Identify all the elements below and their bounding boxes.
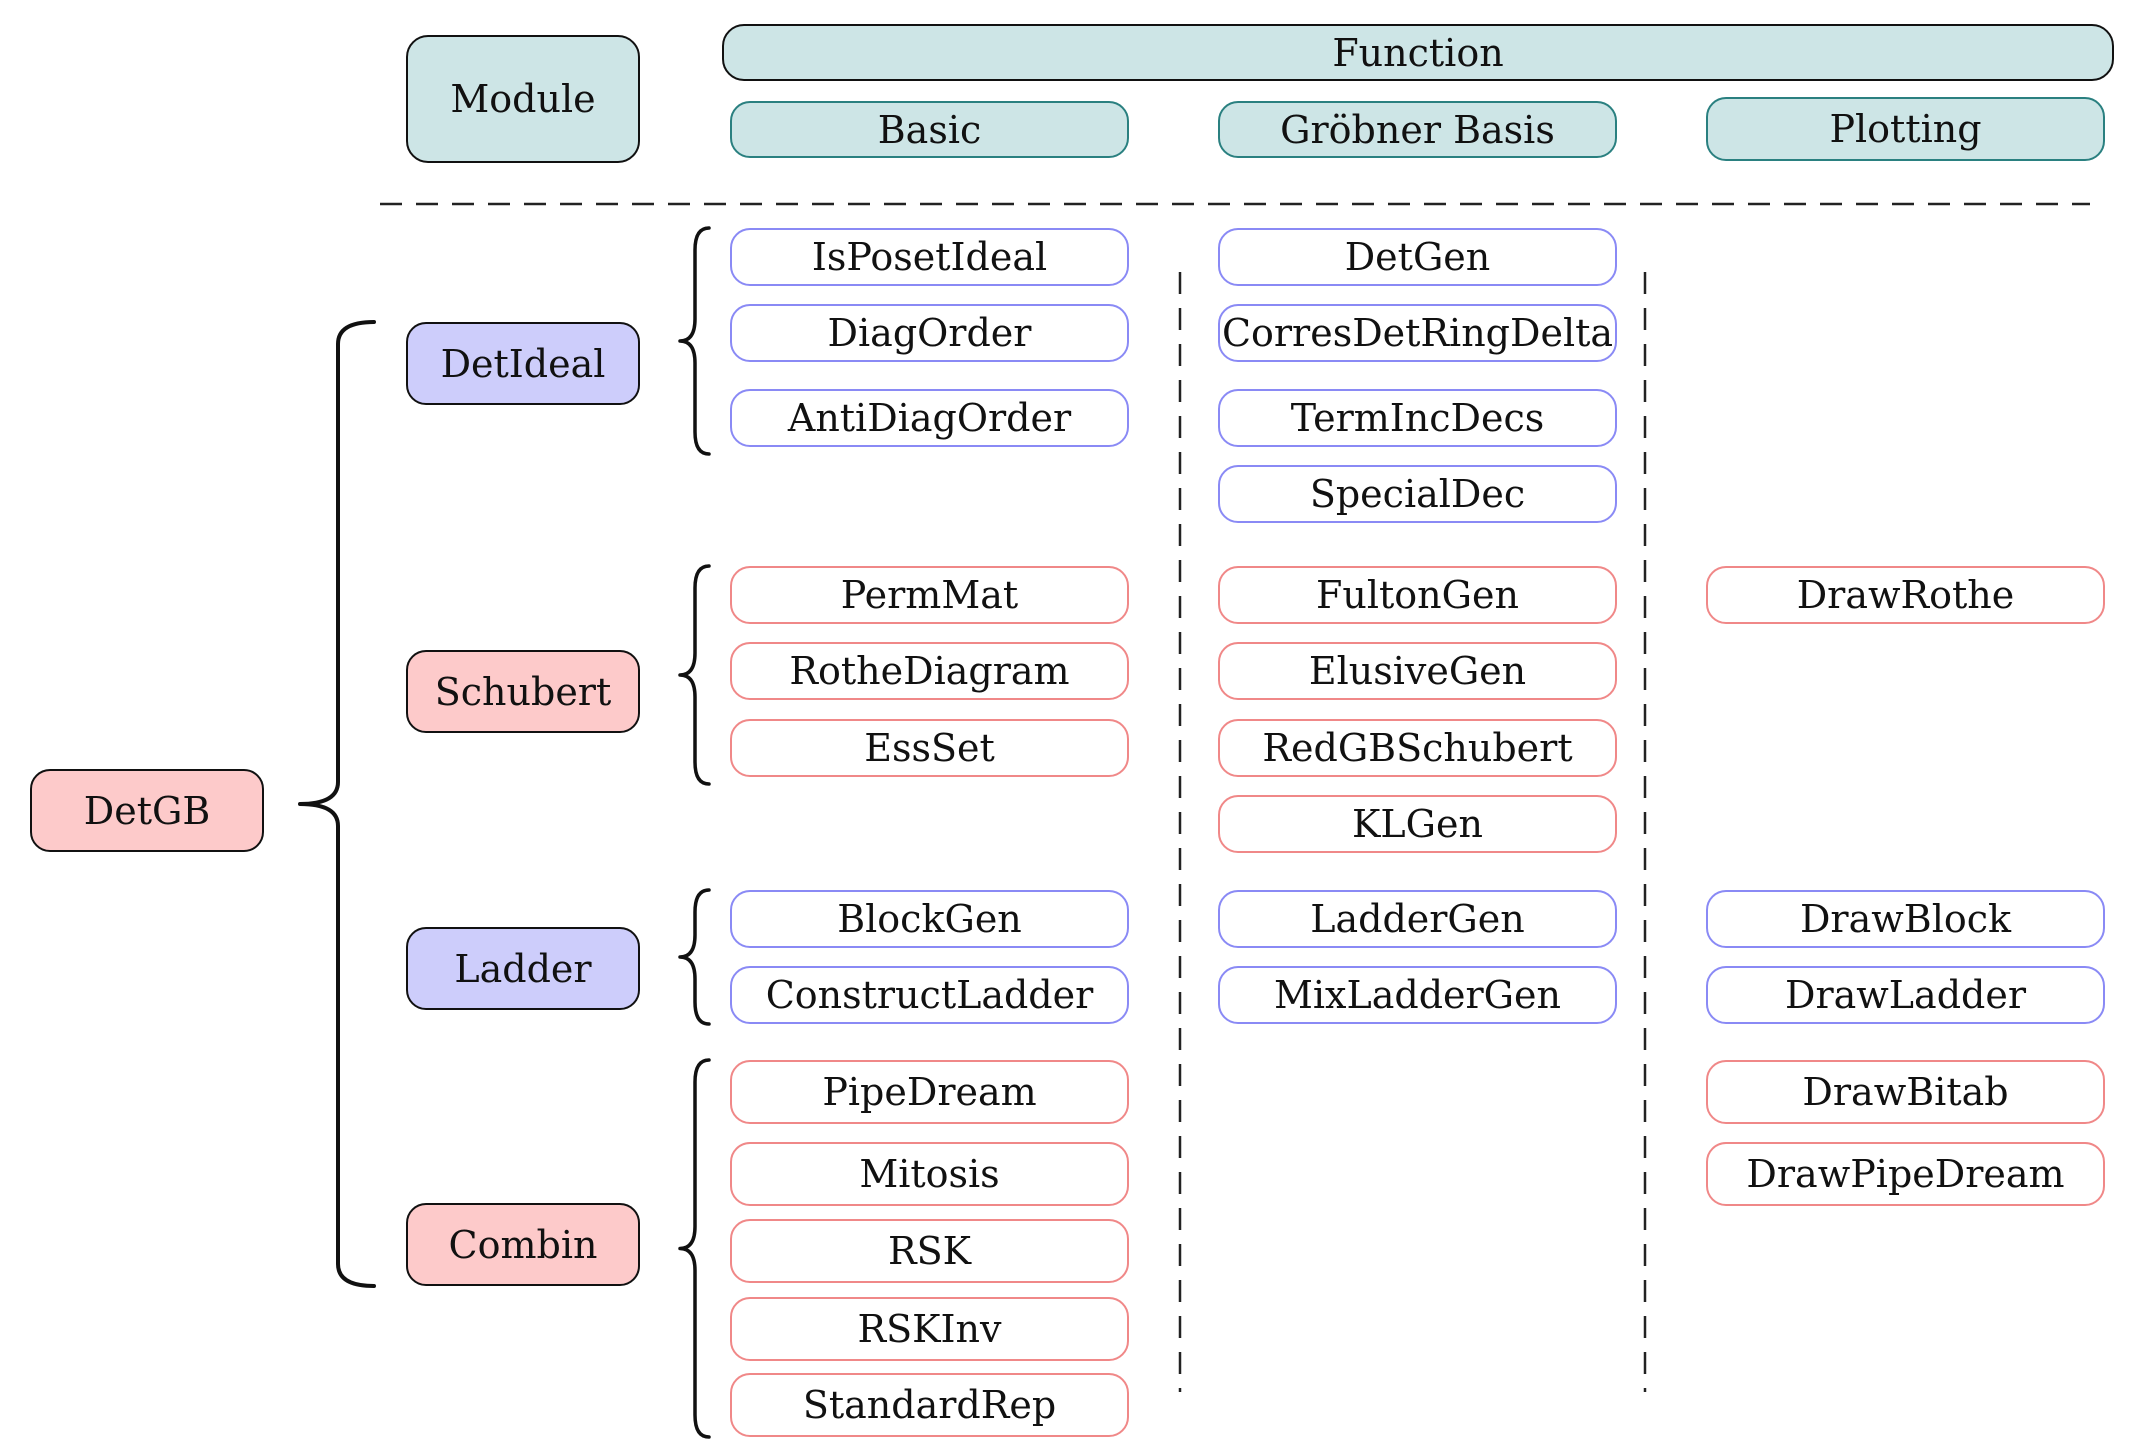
function-drawrothe: DrawRothe xyxy=(1706,566,2105,624)
root-brace xyxy=(298,320,376,1288)
brace-schubert xyxy=(678,564,711,786)
function-constructladder: ConstructLadder xyxy=(730,966,1129,1024)
function-diagorder: DiagOrder xyxy=(730,304,1129,362)
function-drawpipedream: DrawPipeDream xyxy=(1706,1142,2105,1206)
function-drawblock: DrawBlock xyxy=(1706,890,2105,948)
module-header: Module xyxy=(406,35,640,163)
function-antidiagorder: AntiDiagOrder xyxy=(730,389,1129,447)
function-termincdecs: TermIncDecs xyxy=(1218,389,1617,447)
function-corresdetringdelta: CorresDetRingDelta xyxy=(1218,304,1617,362)
category-groebner-basis: Gröbner Basis xyxy=(1218,101,1617,158)
function-elusivegen: ElusiveGen xyxy=(1218,642,1617,700)
function-klgen: KLGen xyxy=(1218,795,1617,853)
function-drawbitab: DrawBitab xyxy=(1706,1060,2105,1124)
brace-ladder xyxy=(678,888,711,1026)
module-combin: Combin xyxy=(406,1203,640,1286)
brace-detideal xyxy=(678,226,711,456)
function-permmat: PermMat xyxy=(730,566,1129,624)
function-standardrep: StandardRep xyxy=(730,1373,1129,1437)
function-header: Function xyxy=(722,24,2114,81)
function-fultongen: FultonGen xyxy=(1218,566,1617,624)
brace-combin xyxy=(678,1058,711,1439)
function-redgbschubert: RedGBSchubert xyxy=(1218,719,1617,777)
function-laddergen: LadderGen xyxy=(1218,890,1617,948)
function-detgen: DetGen xyxy=(1218,228,1617,286)
function-mixladdergen: MixLadderGen xyxy=(1218,966,1617,1024)
function-drawladder: DrawLadder xyxy=(1706,966,2105,1024)
module-detideal: DetIdeal xyxy=(406,322,640,405)
function-blockgen: BlockGen xyxy=(730,890,1129,948)
function-pipedream: PipeDream xyxy=(730,1060,1129,1124)
category-basic: Basic xyxy=(730,101,1129,158)
module-ladder: Ladder xyxy=(406,927,640,1010)
function-essset: EssSet xyxy=(730,719,1129,777)
function-rskinv: RSKInv xyxy=(730,1297,1129,1361)
root-detgb: DetGB xyxy=(30,769,264,852)
module-schubert: Schubert xyxy=(406,650,640,733)
function-rsk: RSK xyxy=(730,1219,1129,1283)
function-isposetideal: IsPosetIdeal xyxy=(730,228,1129,286)
function-specialdec: SpecialDec xyxy=(1218,465,1617,523)
function-rothediagram: RotheDiagram xyxy=(730,642,1129,700)
function-mitosis: Mitosis xyxy=(730,1142,1129,1206)
category-plotting: Plotting xyxy=(1706,97,2105,161)
